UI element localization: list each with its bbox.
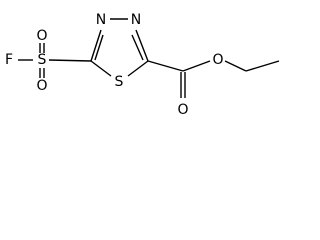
sulfonyl-oxygen-top-atom-label: O bbox=[36, 28, 47, 44]
ring-nitrogen-right-atom-label: N bbox=[131, 12, 141, 28]
fluorine-atom-label: F bbox=[5, 52, 13, 68]
ester-oxygen-ethyl-bond bbox=[224, 60, 247, 72]
ring-s1-c5-bond bbox=[90, 60, 112, 77]
ring-sulfur-atom-label: S bbox=[115, 74, 124, 90]
ester-oxygen-atom-label: O bbox=[212, 52, 223, 68]
atom-label-layer: F S O O N N S O O bbox=[5, 12, 224, 118]
structure-diagram: F S O O N N S O O bbox=[5, 12, 280, 118]
carbonyl-oxygen-atom-label: O bbox=[177, 102, 188, 118]
ring-carbonyl-bond bbox=[147, 60, 184, 72]
structure-canvas: F S O O N N S O O bbox=[0, 0, 292, 127]
ring-nitrogen-left-atom-label: N bbox=[96, 12, 106, 28]
sulfur-ring-carbon-bond bbox=[48, 59, 92, 62]
ethyl-bond bbox=[245, 60, 280, 72]
sulfonyl-sulfur-atom-label: S bbox=[38, 52, 47, 68]
ring-c5-n4-double-inner bbox=[94, 34, 104, 61]
ring-c2-s1-bond bbox=[127, 60, 149, 77]
ring-c5-n4-bond bbox=[90, 29, 102, 62]
carbonyl-ester-oxygen-bond bbox=[182, 60, 211, 72]
bond-layer bbox=[18, 18, 280, 98]
ring-n3-c2-bond bbox=[135, 29, 149, 62]
sulfonyl-oxygen-bottom-atom-label: O bbox=[36, 78, 47, 94]
ring-n3-c2-double-inner bbox=[131, 34, 144, 61]
